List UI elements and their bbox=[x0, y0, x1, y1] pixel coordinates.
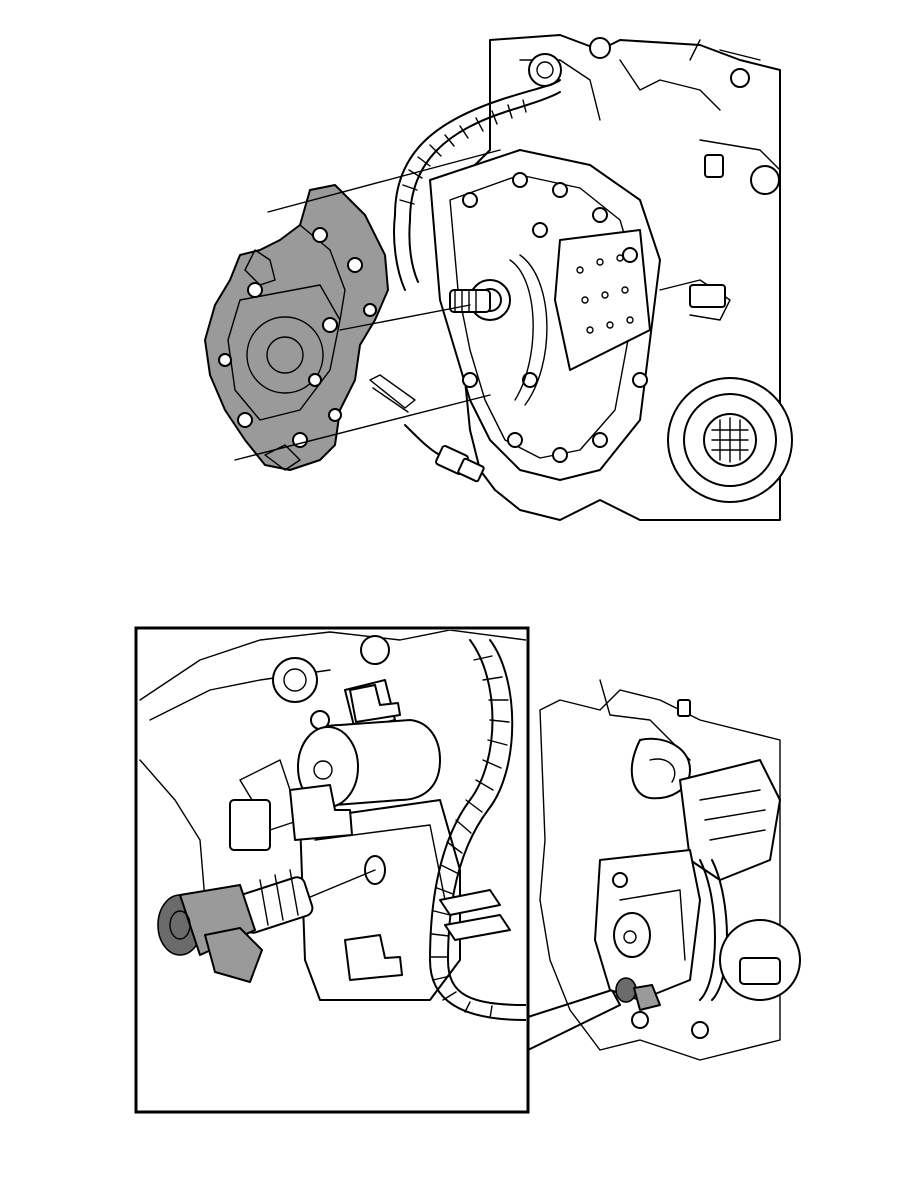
detail-callout-leader bbox=[527, 989, 621, 1051]
drive-gear bbox=[667, 377, 793, 503]
inset-wiring-harness bbox=[429, 639, 526, 1021]
electrical-connector bbox=[369, 374, 485, 483]
solenoid-body bbox=[297, 719, 441, 808]
valve-body-bolts bbox=[462, 172, 648, 463]
removed-solenoid bbox=[157, 869, 314, 983]
valve-body bbox=[429, 149, 731, 481]
exploded-cover bbox=[204, 184, 389, 471]
solenoid-location-marker bbox=[615, 977, 637, 1003]
detail-inset-contents bbox=[139, 630, 526, 1021]
locator-view bbox=[539, 679, 801, 1061]
wiring-harness bbox=[393, 79, 561, 291]
lower-view bbox=[134, 626, 801, 1114]
upper-view bbox=[204, 34, 793, 521]
cover-bolt-holes bbox=[218, 227, 377, 448]
alignment-lines bbox=[234, 149, 501, 461]
